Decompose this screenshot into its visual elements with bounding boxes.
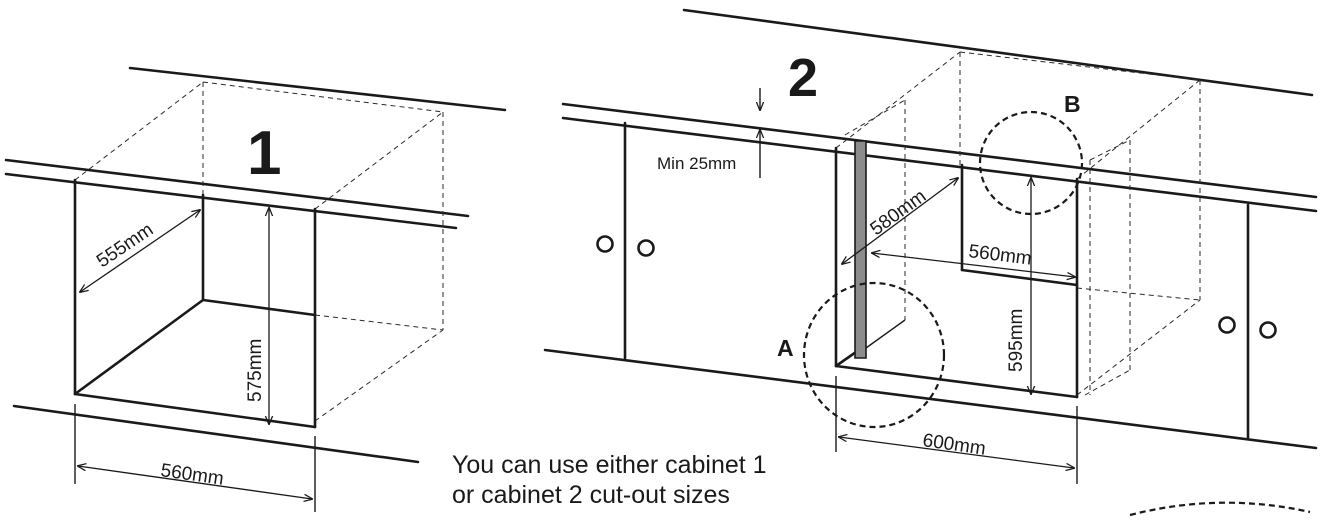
cabinet-2-inner-width-arrow (872, 253, 1075, 277)
callout-a-circle (802, 281, 946, 429)
cabinet-1-depth-arrow (80, 210, 200, 292)
knob-icon (1218, 316, 1236, 334)
gap-label: Min 25mm (657, 154, 736, 173)
right-door-knobs (1218, 316, 1277, 339)
cabinet-2-height-label: 595mm (1006, 309, 1027, 372)
cabinet-1-height-label: 575mm (245, 339, 266, 402)
worktop-front-line-upper (561, 102, 1318, 199)
caption-line-2: or cabinet 2 cut-out sizes (452, 481, 730, 509)
cabinet-1-width-label: 560mm (159, 460, 225, 490)
cabinet-2-outer-width-arrow (839, 437, 1074, 468)
cabinet-2-number: 2 (788, 48, 818, 108)
cabinet-1-number: 1 (247, 119, 281, 188)
callout-a-label: A (777, 335, 794, 361)
cabinet-1-hidden-edges (74, 81, 444, 422)
callout-b-label: B (1064, 91, 1081, 117)
worktop-front-line-lower (4, 172, 458, 230)
caption-line-1: You can use either cabinet 1 (452, 451, 767, 479)
cabinet-2-depth-label: 580mm (867, 186, 931, 240)
caption: You can use either cabinet 1 or cabinet … (452, 450, 872, 510)
callout-b-circle (978, 110, 1084, 216)
cabinet-2: Min 25mm 2 A B 580mm 560mm 595mm 600mm (543, 8, 1318, 517)
worktop-front-line-upper (4, 158, 470, 218)
floor-line (12, 404, 420, 464)
cabinet-2-outer-width-label: 600mm (921, 430, 987, 460)
knob-icon (596, 235, 614, 253)
worktop-back-line (128, 66, 507, 112)
cabinet-1-cavity (73, 178, 317, 429)
knob-icon (637, 239, 655, 257)
floor-line (543, 348, 1318, 450)
cabinet-2-depth-arrow (842, 178, 958, 264)
knob-icon (1259, 321, 1277, 339)
cabinet-1-width-arrow (78, 466, 312, 499)
worktop-front-line-lower (561, 116, 1318, 213)
left-door-knobs (596, 235, 655, 257)
cabinet-2-hidden-edges (835, 51, 1201, 396)
detail-circle-edge (1129, 501, 1311, 517)
strip-base-edge (865, 319, 906, 349)
cabinet-1: 1 555mm 575mm 560mm (4, 66, 507, 512)
worktop-back-line (682, 8, 1314, 97)
